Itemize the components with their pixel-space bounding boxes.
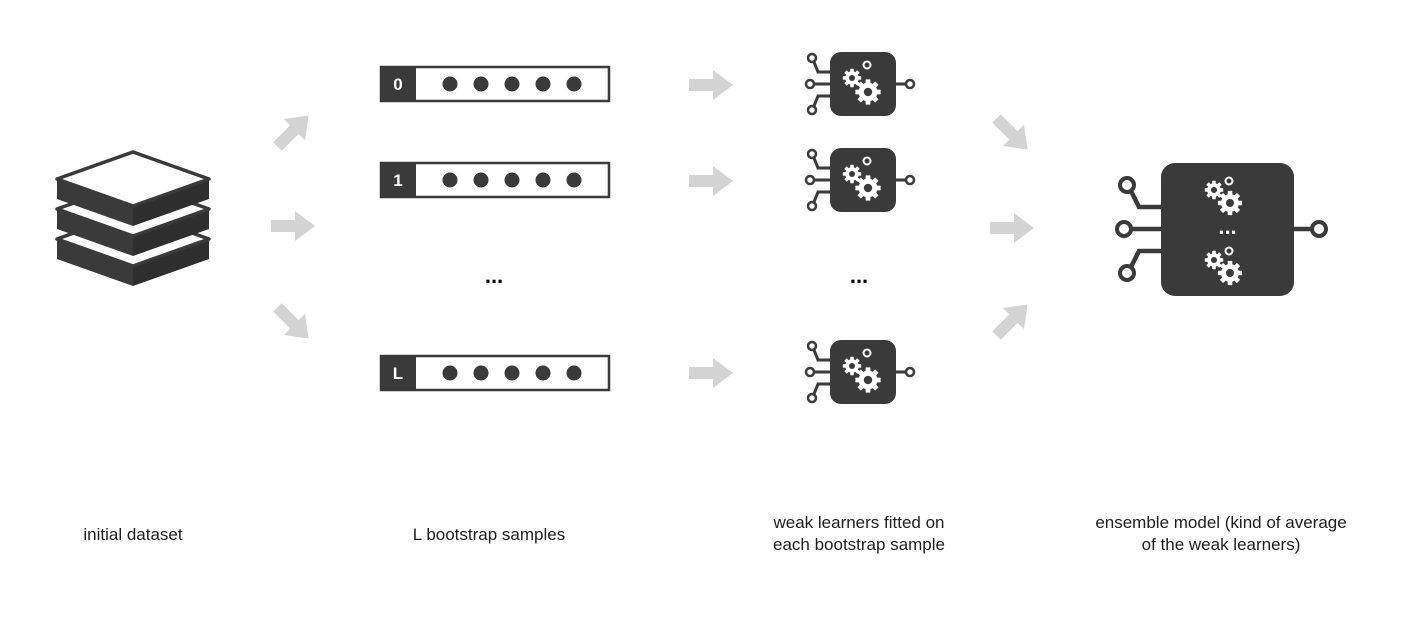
ensemble-ellipsis: ... <box>1218 214 1236 239</box>
data-point-dot <box>473 76 489 92</box>
layered-stack-icon <box>55 150 211 286</box>
sample-index-label: L <box>393 364 403 383</box>
data-point-dot <box>473 172 489 188</box>
caption-initial-dataset: initial dataset <box>83 524 182 546</box>
data-point-dot <box>473 365 489 381</box>
sample-bar: L <box>379 354 611 392</box>
gears-chip-icon <box>804 340 916 404</box>
caption-line: weak learners fitted on <box>773 513 945 532</box>
data-point-dot <box>566 365 582 381</box>
arrow-icon <box>689 358 733 388</box>
data-point-dot <box>566 76 582 92</box>
sample-bar: 0 <box>379 65 611 103</box>
sample-index-label: 0 <box>393 75 402 94</box>
data-point-dot <box>442 172 458 188</box>
data-point-dot <box>504 365 520 381</box>
arrow-group <box>271 70 1034 388</box>
sample-index-label: 1 <box>393 171 402 190</box>
gears-chip-icon <box>804 148 916 212</box>
arrow-icon <box>990 213 1034 243</box>
weak-learners <box>804 52 916 404</box>
data-point-dot <box>442 76 458 92</box>
arrow-icon <box>689 70 733 100</box>
sample-bar: 1 <box>379 161 611 199</box>
arrow-icon <box>273 115 309 151</box>
samples-ellipsis: ... <box>485 263 503 288</box>
ensemble-model-icon: ... <box>1115 163 1328 296</box>
caption-ensemble-model: ensemble model (kind of average of the w… <box>1095 512 1346 556</box>
caption-line: L bootstrap samples <box>412 525 566 544</box>
arrow-icon <box>271 211 315 241</box>
data-point-dot <box>504 76 520 92</box>
gears-chip-icon <box>804 52 916 116</box>
data-point-dot <box>566 172 582 188</box>
arrow-icon <box>992 114 1028 150</box>
layer-top <box>55 150 211 226</box>
arrow-icon <box>273 303 309 339</box>
caption-weak-learners: weak learners fitted on each bootstrap s… <box>773 512 945 556</box>
caption-line: ensemble model (kind of average <box>1095 513 1347 532</box>
caption-line: initial dataset <box>83 525 183 544</box>
arrow-icon <box>689 166 733 196</box>
caption-line: of the weak learners) <box>1141 535 1301 554</box>
data-point-dot <box>504 172 520 188</box>
data-point-dot <box>535 76 551 92</box>
bootstrap-samples: 0 1L <box>379 65 611 392</box>
caption-line: each bootstrap sample <box>773 535 945 554</box>
arrow-icon <box>992 304 1028 340</box>
data-point-dot <box>442 365 458 381</box>
caption-bootstrap-samples: L bootstrap samples <box>413 524 565 546</box>
learners-ellipsis: ... <box>850 263 868 288</box>
data-point-dot <box>535 172 551 188</box>
data-point-dot <box>535 365 551 381</box>
